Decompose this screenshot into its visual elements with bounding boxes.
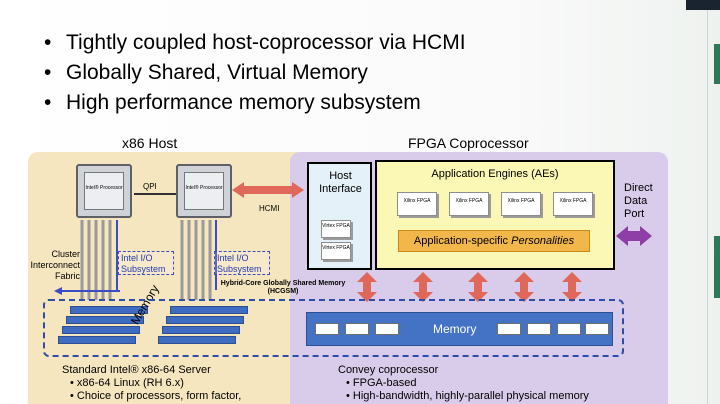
bullet-item: •Globally Shared, Virtual Memory bbox=[44, 61, 368, 84]
bullet-item: •High performance memory subsystem bbox=[44, 91, 421, 114]
io-subsystem: Intel I/O Subsystem bbox=[118, 251, 174, 275]
ae-fpga-chip: Xilinx FPGA bbox=[553, 192, 593, 216]
personalities-em: Personalities bbox=[511, 235, 575, 247]
memory-chip bbox=[585, 323, 609, 335]
slide-edge bbox=[686, 0, 720, 404]
edge-line bbox=[707, 10, 708, 404]
io-subsystem: Intel I/O Subsystem bbox=[214, 251, 270, 275]
hcmi-arrow bbox=[232, 182, 304, 198]
host-footer-title: Standard Intel® x86-64 Server bbox=[62, 364, 211, 376]
bullet-text: Tightly coupled host-coprocessor via HCM… bbox=[66, 31, 466, 54]
memory-stick bbox=[66, 316, 144, 324]
shared-memory-outline bbox=[43, 299, 624, 357]
processor-chip-label: Intel® Processor bbox=[184, 172, 224, 210]
qpi-label: QPI bbox=[143, 182, 157, 191]
host-footer: Standard Intel® x86-64 Server • x86-64 L… bbox=[62, 364, 241, 403]
fpga-memory-label: Memory bbox=[433, 322, 477, 336]
processor-chip: Intel® Processor bbox=[76, 164, 132, 218]
cluster-arrow-head bbox=[54, 287, 62, 295]
memory-chip bbox=[345, 323, 369, 335]
memory-link-arrows bbox=[357, 272, 582, 302]
app-engines-box: Application Engines (AEs) Xilinx FPGA Xi… bbox=[375, 160, 615, 270]
bullet-text: High performance memory subsystem bbox=[66, 91, 421, 114]
fpga-footer-title: Convey coprocessor bbox=[338, 364, 439, 376]
memory-stick bbox=[62, 326, 140, 334]
personalities-prefix: Application-specific bbox=[413, 235, 512, 247]
bullet-text: Globally Shared, Virtual Memory bbox=[66, 61, 368, 84]
cluster-label: Cluster Interconnect Fabric bbox=[30, 249, 80, 281]
memory-chip bbox=[527, 323, 551, 335]
memory-stick bbox=[170, 306, 248, 314]
edge-bar bbox=[686, 0, 720, 10]
fpga-footer: Convey coprocessor • FPGA-based • High-b… bbox=[338, 364, 589, 403]
bullet-item: •Tightly coupled host-coprocessor via HC… bbox=[44, 31, 466, 54]
memory-chip bbox=[557, 323, 581, 335]
direct-port-arrow bbox=[616, 226, 652, 246]
fpga-footer-item: • High-bandwidth, highly-parallel physic… bbox=[346, 390, 589, 402]
fpga-small-chip: Virtex FPGA bbox=[321, 220, 351, 238]
direct-port-label: Direct Data Port bbox=[624, 182, 653, 220]
memory-stick bbox=[158, 336, 236, 344]
personalities-bar: Application-specific Personalities bbox=[398, 230, 590, 252]
app-engines-label: Application Engines (AEs) bbox=[431, 168, 559, 180]
host-footer-item: • Choice of processors, form factor, bbox=[70, 390, 242, 402]
bullet-list: •Tightly coupled host-coprocessor via HC… bbox=[44, 28, 466, 118]
host-footer-item: • x86-64 Linux (RH 6.x) bbox=[70, 377, 184, 389]
host-interface-box: Host Interface Virtex FPGA Virtex FPGA bbox=[307, 162, 372, 270]
processor-chip-label: Intel® Processor bbox=[84, 172, 124, 210]
edge-marker bbox=[714, 44, 720, 84]
memory-stick bbox=[58, 336, 136, 344]
host-buses bbox=[80, 220, 212, 300]
host-heading: x86 Host bbox=[122, 135, 178, 151]
edge-marker bbox=[714, 236, 720, 298]
memory-stick bbox=[166, 316, 244, 324]
memory-stick bbox=[70, 306, 148, 314]
fpga-memory-bar: Memory bbox=[306, 312, 613, 346]
fpga-heading: FPGA Coprocessor bbox=[408, 135, 529, 151]
hcmi-label: HCMI bbox=[259, 204, 280, 213]
processor-chip: Intel® Processor bbox=[176, 164, 232, 218]
ae-fpga-chip: Xilinx FPGA bbox=[397, 192, 437, 216]
host-interface-label: Host Interface bbox=[319, 170, 362, 195]
memory-chip bbox=[375, 323, 399, 335]
fpga-small-chip: Virtex FPGA bbox=[321, 242, 351, 260]
hcgsm-label: Hybrid-Core Globally Shared Memory (HCGS… bbox=[220, 280, 346, 295]
memory-stick bbox=[162, 326, 240, 334]
ae-fpga-chip: Xilinx FPGA bbox=[449, 192, 489, 216]
memory-chip bbox=[497, 323, 521, 335]
ae-fpga-chip: Xilinx FPGA bbox=[501, 192, 541, 216]
fpga-footer-item: • FPGA-based bbox=[346, 377, 417, 389]
memory-chip bbox=[315, 323, 339, 335]
